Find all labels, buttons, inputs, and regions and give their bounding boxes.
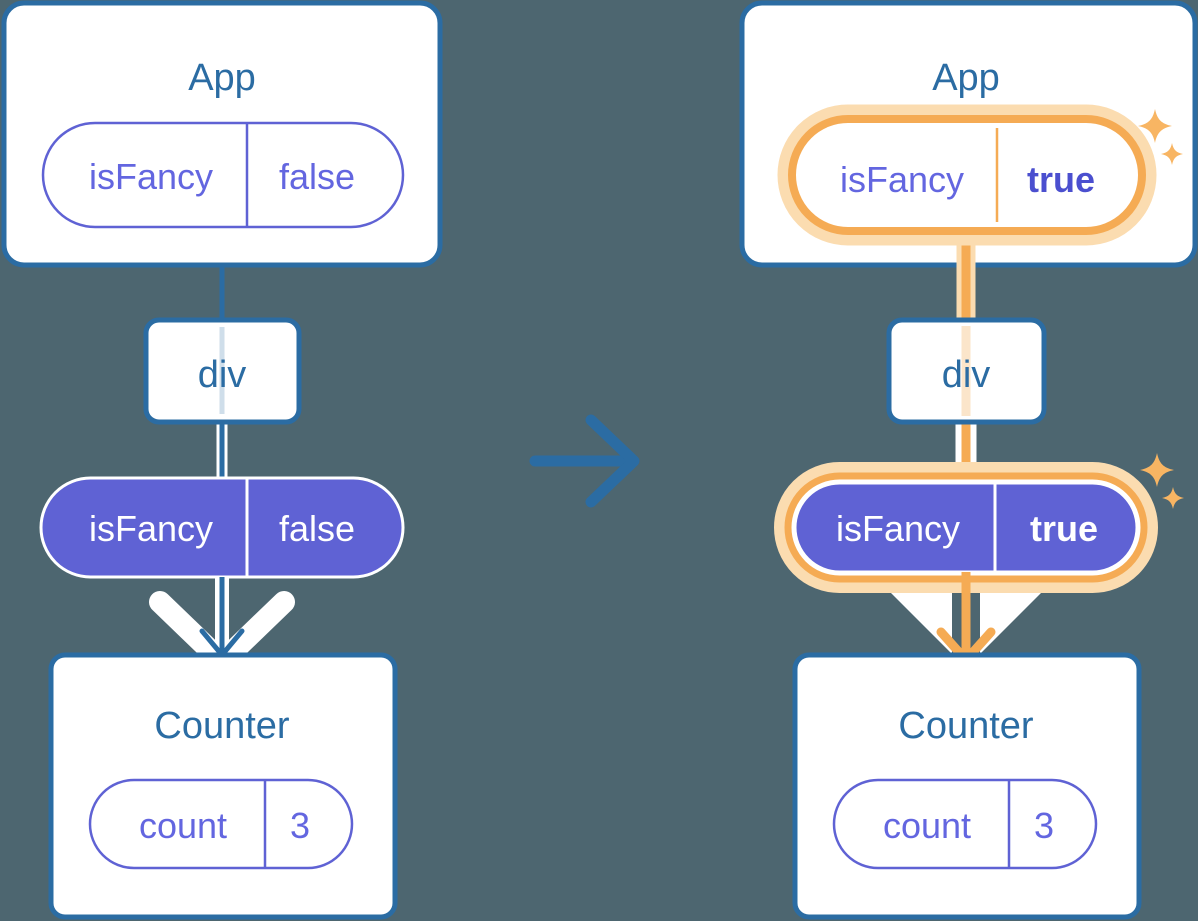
pill-key: count	[139, 805, 227, 846]
pill-outline	[41, 121, 405, 229]
pill-value: false	[279, 156, 355, 197]
app-box-title: App	[932, 57, 1000, 99]
counter-box-title: Counter	[898, 705, 1034, 747]
sparkle-large-icon	[1140, 453, 1174, 487]
panel-after: App isFancy true div	[739, 0, 1198, 920]
pill-glow-ring	[777, 104, 1157, 246]
sparkle-small-icon	[1162, 487, 1184, 509]
pill-value: 3	[1034, 805, 1054, 846]
prop-pill-after[interactable]: isFancy true	[774, 462, 1158, 593]
pill-outline	[832, 778, 1098, 870]
counter-box-title: Counter	[154, 705, 290, 747]
pill-value: 3	[290, 805, 310, 846]
app-state-pill-highlighted[interactable]: isFancy true	[777, 104, 1157, 246]
pill-key: isFancy	[89, 508, 213, 549]
pill-value: false	[279, 508, 355, 549]
counter-state-pill[interactable]: count 3	[88, 778, 354, 870]
pill-highlight-ring	[788, 115, 1146, 235]
pill-key: isFancy	[836, 508, 960, 549]
prop-pill-before[interactable]: isFancy false	[39, 476, 405, 579]
div-box-label: div	[198, 354, 247, 396]
panel-before: App isFancy false div isFancy false	[1, 0, 443, 920]
pill-key: count	[883, 805, 971, 846]
app-box-title: App	[188, 57, 256, 99]
div-box-label: div	[942, 354, 991, 396]
counter-state-pill[interactable]: count 3	[832, 778, 1098, 870]
transition-arrow-right-icon	[529, 414, 640, 508]
pill-value: true	[1027, 159, 1095, 200]
pill-outline	[88, 778, 354, 870]
pill-value: true	[1030, 508, 1098, 549]
pill-key: isFancy	[89, 156, 213, 197]
div-box[interactable]	[143, 317, 302, 425]
pill-key: isFancy	[840, 159, 964, 200]
app-state-pill[interactable]: isFancy false	[41, 121, 405, 229]
div-box[interactable]	[886, 317, 1047, 425]
